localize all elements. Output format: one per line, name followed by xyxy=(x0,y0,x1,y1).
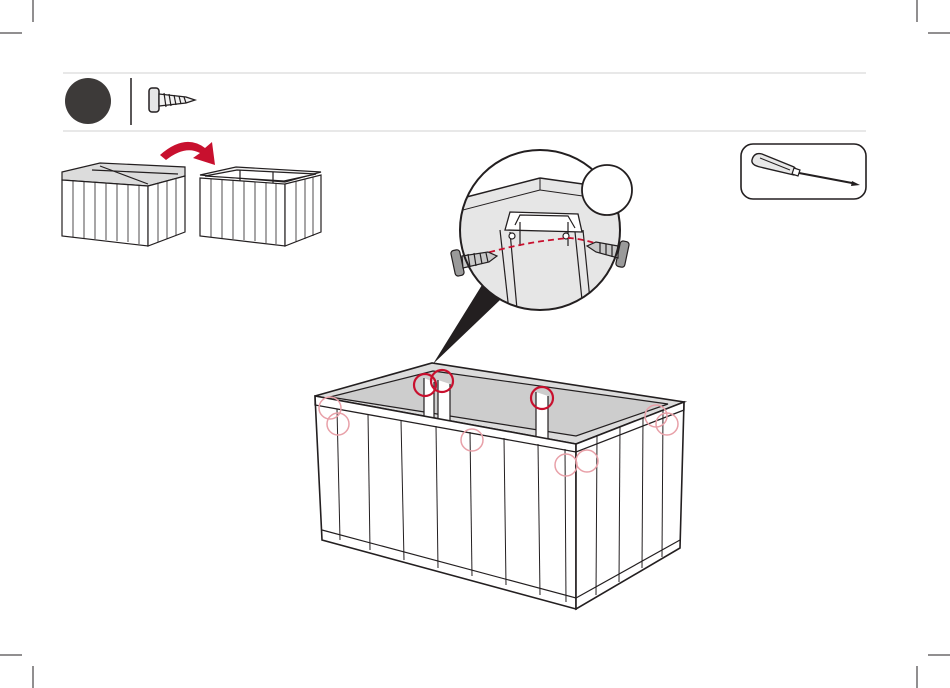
step-number-circle-icon xyxy=(65,78,111,124)
red-curved-arrow-icon xyxy=(160,142,215,165)
detail-label-circle xyxy=(582,165,632,215)
storage-box-open-top xyxy=(315,363,684,609)
storage-box-without-lid xyxy=(200,167,321,246)
screw-icon xyxy=(149,88,195,112)
zoom-pointer xyxy=(433,285,500,364)
storage-box-with-lid xyxy=(62,163,185,246)
screwdriver-icon xyxy=(741,144,866,199)
